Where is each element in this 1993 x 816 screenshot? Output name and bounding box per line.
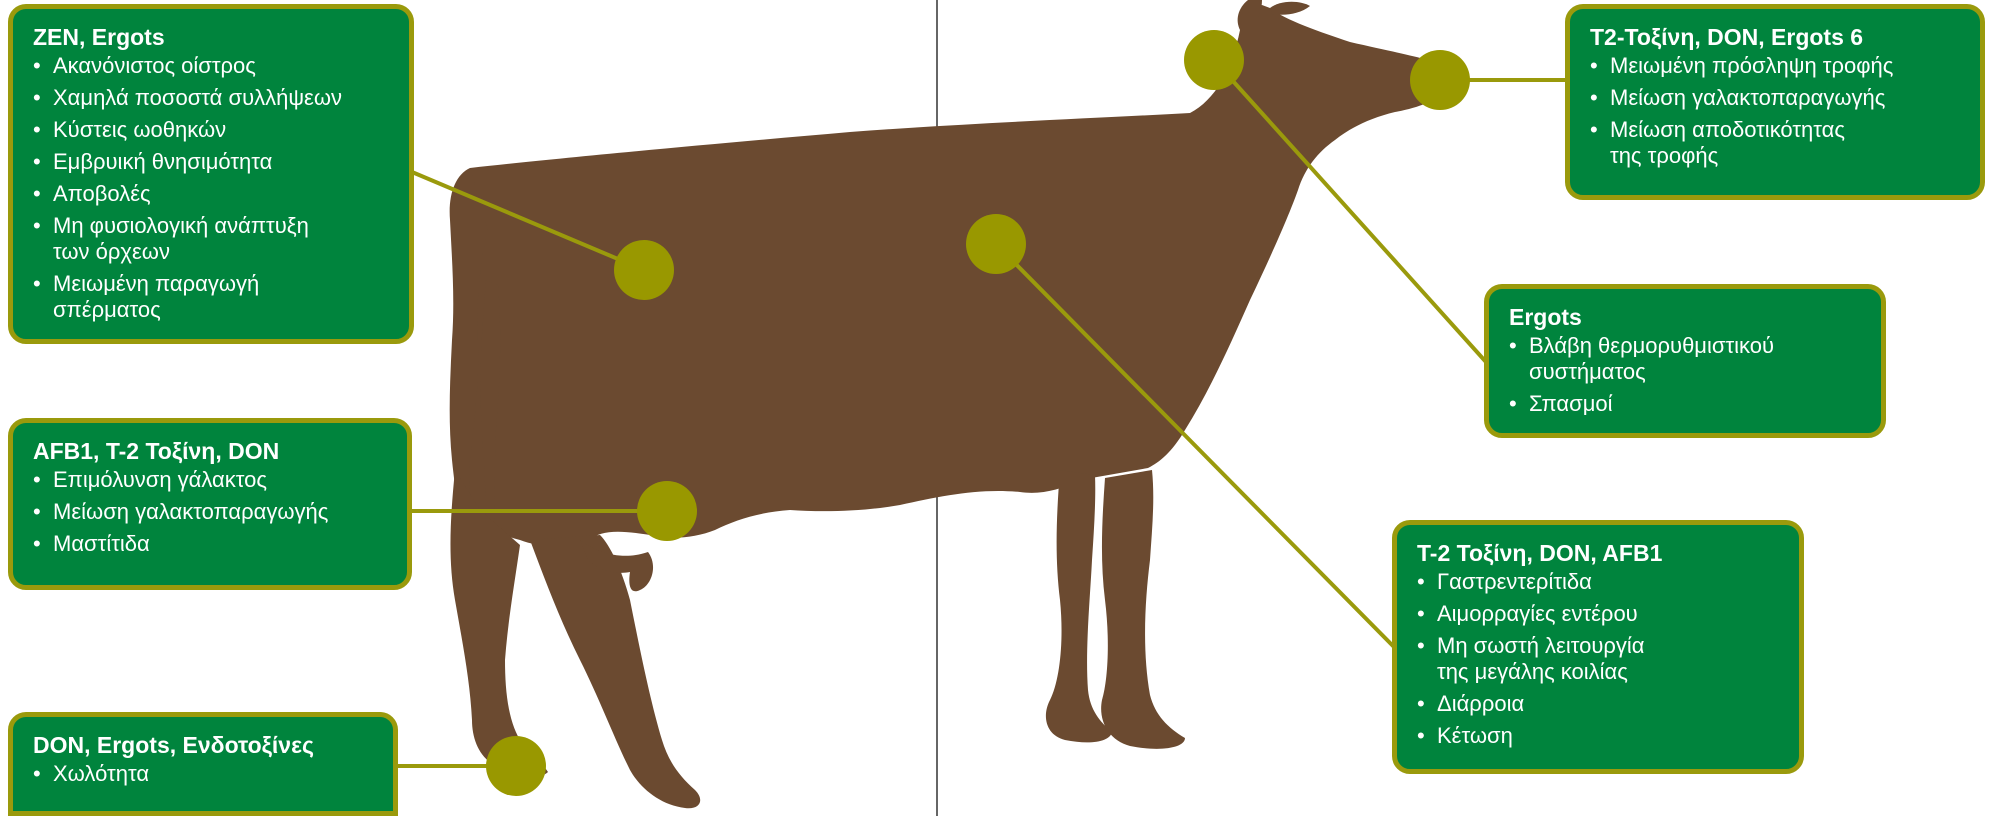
marker-digestive — [966, 214, 1026, 274]
list-item-text: Μείωση γαλακτοπαραγωγής — [1610, 85, 1885, 110]
list-item: • Αποβολές — [33, 181, 389, 207]
bullet-icon: • — [33, 271, 41, 297]
bullet-icon: • — [33, 117, 41, 143]
bullet-icon: • — [1509, 333, 1517, 359]
list-item: • Γαστρεντερίτιδα — [1417, 569, 1779, 595]
list-item: • Ακανόνιστος οίστρος — [33, 53, 389, 79]
bullet-icon: • — [33, 467, 41, 493]
list-item-text: Βλάβη θερμορυθμιστικού συστήματος — [1529, 333, 1774, 384]
list-item-text: Κύστεις ωοθηκών — [53, 117, 226, 142]
list-item-text: Μειωμένη πρόσληψη τροφής — [1610, 53, 1893, 78]
symptom-list: • Ακανόνιστος οίστρος • Χαμηλά ποσοστά συλ… — [33, 53, 389, 323]
box-don-ergots-endotoxins: DON, Ergots, Ενδοτοξίνες • Χωλότητα — [8, 712, 398, 816]
bullet-icon: • — [1590, 117, 1598, 143]
list-item-text: Μειωμένη παραγωγή σπέρματος — [53, 271, 259, 322]
list-item-text: Μαστίτιδα — [53, 531, 150, 556]
list-item-text: Ακανόνιστος οίστρος — [53, 53, 256, 78]
list-item-text: Χωλότητα — [53, 761, 149, 786]
cow-silhouette — [450, 0, 1443, 808]
bullet-icon: • — [1417, 691, 1425, 717]
list-item: • Μη φυσιολογική ανάπτυξη των όρχεων — [33, 213, 389, 265]
list-item: • Διάρροια — [1417, 691, 1779, 717]
list-item: • Μαστίτιδα — [33, 531, 387, 557]
box-t2-don-ergots: T2-Τοξίνη, DON, Ergots 6 • Μειωμένη πρόσλ… — [1565, 4, 1985, 200]
symptom-list: • Χωλότητα — [33, 761, 373, 787]
marker-udder — [637, 481, 697, 541]
symptom-list: • Γαστρεντερίτιδα • Αιμορραγίες εντέρου • Μ… — [1417, 569, 1779, 749]
symptom-list: • Επιμόλυνση γάλακτος • Μείωση γαλακτοπαρα… — [33, 467, 387, 557]
list-item-text: Κέτωση — [1437, 723, 1513, 748]
list-item: • Αιμορραγίες εντέρου — [1417, 601, 1779, 627]
list-item: • Εμβρυική θνησιμότητα — [33, 149, 389, 175]
bullet-icon: • — [33, 149, 41, 175]
bullet-icon: • — [33, 53, 41, 79]
box-zen-ergots: ZEN, Ergots • Ακανόνιστος οίστρος • Χαμηλά… — [8, 4, 414, 344]
list-item: • Χωλότητα — [33, 761, 373, 787]
list-item-text: Σπασμοί — [1529, 391, 1613, 416]
list-item: • Μη σωστή λειτουργία της μεγάλης κοιλίας — [1417, 633, 1779, 685]
bullet-icon: • — [1417, 633, 1425, 659]
bullet-icon: • — [1590, 85, 1598, 111]
list-item: • Βλάβη θερμορυθμιστικού συστήματος — [1509, 333, 1861, 385]
list-item-text: Εμβρυική θνησιμότητα — [53, 149, 272, 174]
list-item-text: Μη σωστή λειτουργία της μεγάλης κοιλίας — [1437, 633, 1645, 684]
bullet-icon: • — [1590, 53, 1598, 79]
list-item: • Κύστεις ωοθηκών — [33, 117, 389, 143]
marker-reproductive — [614, 240, 674, 300]
list-item: • Μειωμένη παραγωγή σπέρματος — [33, 271, 389, 323]
list-item: • Μείωση γαλακτοπαραγωγής — [1590, 85, 1960, 111]
box-ergots: Ergots • Βλάβη θερμορυθμιστικού συστήματο… — [1484, 284, 1886, 438]
list-item-text: Επιμόλυνση γάλακτος — [53, 467, 267, 492]
box-title: DON, Ergots, Ενδοτοξίνες — [33, 731, 373, 759]
list-item: • Μειωμένη πρόσληψη τροφής — [1590, 53, 1960, 79]
bullet-icon: • — [33, 761, 41, 787]
list-item-text: Μείωση γαλακτοπαραγωγής — [53, 499, 328, 524]
box-t2-don-afb1: T-2 Τοξίνη, DON, AFB1 • Γαστρεντερίτιδα •… — [1392, 520, 1804, 774]
symptom-list: • Μειωμένη πρόσληψη τροφής • Μείωση γαλακτ… — [1590, 53, 1960, 169]
box-title: T-2 Τοξίνη, DON, AFB1 — [1417, 539, 1779, 567]
list-item-text: Μείωση αποδοτικότητας της τροφής — [1610, 117, 1845, 168]
list-item: • Επιμόλυνση γάλακτος — [33, 467, 387, 493]
marker-hoof — [486, 736, 546, 796]
bullet-icon: • — [1417, 601, 1425, 627]
marker-head — [1184, 30, 1244, 90]
list-item-text: Διάρροια — [1437, 691, 1524, 716]
bullet-icon: • — [1509, 391, 1517, 417]
bullet-icon: • — [1417, 723, 1425, 749]
box-afb1-t2-don: AFB1, T-2 Τοξίνη, DON • Επιμόλυνση γάλακτ… — [8, 418, 412, 590]
list-item-text: Αιμορραγίες εντέρου — [1437, 601, 1638, 626]
box-title: Ergots — [1509, 303, 1861, 331]
list-item-text: Χαμηλά ποσοστά συλλήψεων — [53, 85, 342, 110]
list-item: • Σπασμοί — [1509, 391, 1861, 417]
bullet-icon: • — [33, 531, 41, 557]
list-item-text: Μη φυσιολογική ανάπτυξη των όρχεων — [53, 213, 309, 264]
list-item: • Μείωση γαλακτοπαραγωγής — [33, 499, 387, 525]
bullet-icon: • — [33, 181, 41, 207]
list-item: • Χαμηλά ποσοστά συλλήψεων — [33, 85, 389, 111]
list-item-text: Γαστρεντερίτιδα — [1437, 569, 1592, 594]
symptom-list: • Βλάβη θερμορυθμιστικού συστήματος • Σπασ… — [1509, 333, 1861, 417]
bullet-icon: • — [33, 499, 41, 525]
bullet-icon: • — [33, 213, 41, 239]
list-item-text: Αποβολές — [53, 181, 151, 206]
box-title: ZEN, Ergots — [33, 23, 389, 51]
box-title: T2-Τοξίνη, DON, Ergots 6 — [1590, 23, 1960, 51]
box-title: AFB1, T-2 Τοξίνη, DON — [33, 437, 387, 465]
bullet-icon: • — [1417, 569, 1425, 595]
list-item: • Κέτωση — [1417, 723, 1779, 749]
marker-mouth — [1410, 50, 1470, 110]
bullet-icon: • — [33, 85, 41, 111]
list-item: • Μείωση αποδοτικότητας της τροφής — [1590, 117, 1960, 169]
